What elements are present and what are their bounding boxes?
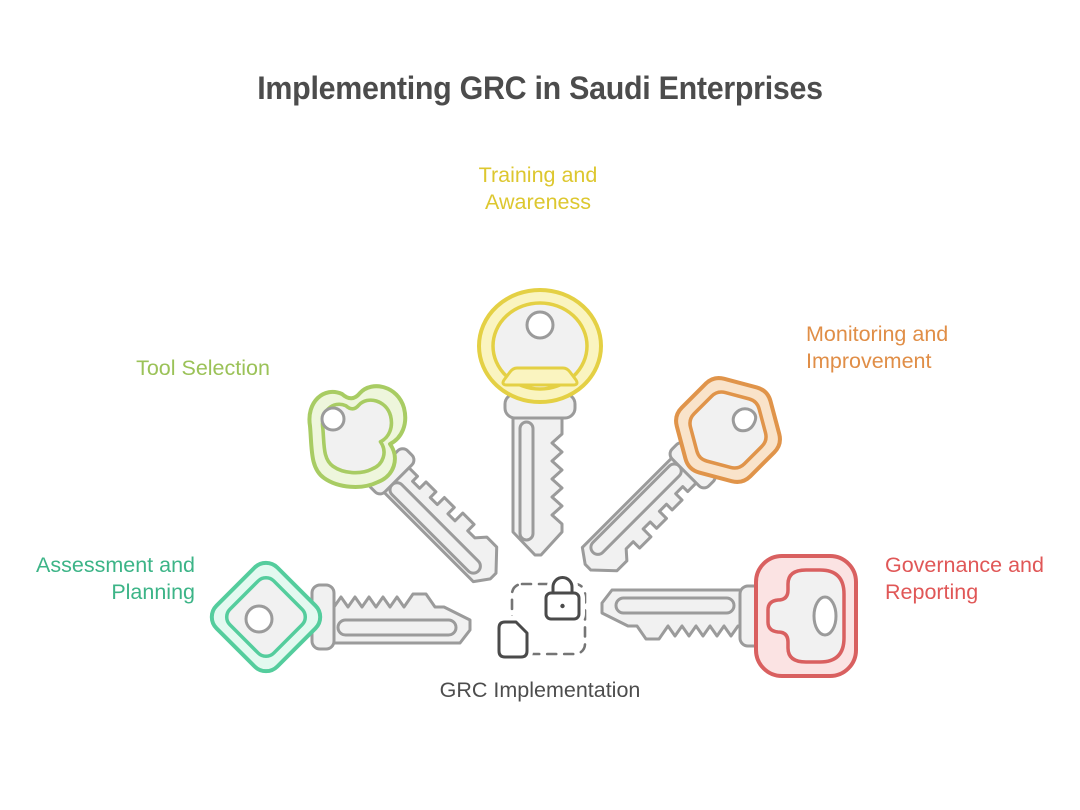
key-head-bar bbox=[501, 366, 579, 387]
key-hole bbox=[525, 310, 555, 340]
key-shaft bbox=[580, 446, 703, 573]
key-hole bbox=[812, 595, 838, 637]
label-monitoring-and-improvement: Monitoring and Improvement bbox=[806, 322, 949, 373]
key-groove bbox=[518, 420, 535, 542]
key-groove bbox=[336, 618, 458, 637]
key-hole bbox=[320, 406, 346, 432]
label-training-and-awareness: Training and Awareness bbox=[478, 163, 598, 214]
label-governance-and-reporting: Governance and Reporting bbox=[885, 553, 1044, 604]
key-head-inner bbox=[766, 568, 846, 664]
grc-center-icon bbox=[493, 571, 587, 663]
key-governance-and-reporting bbox=[600, 554, 858, 678]
lock-keyhole-dot bbox=[560, 603, 565, 609]
key-hole bbox=[244, 604, 274, 634]
label-tool-selection: Tool Selection bbox=[136, 356, 270, 380]
lock-shackle-icon bbox=[551, 576, 574, 595]
key-tool-selection bbox=[307, 384, 499, 584]
key-training-and-awareness bbox=[477, 288, 603, 557]
key-groove bbox=[614, 596, 736, 615]
key-monitoring-and-improvement bbox=[580, 376, 782, 573]
document-icon bbox=[497, 620, 529, 659]
label-grc-implementation: GRC Implementation bbox=[439, 678, 641, 702]
key-assessment-and-planning bbox=[209, 560, 472, 674]
label-assessment-and-planning: Assessment and Planning bbox=[36, 553, 195, 604]
key-hole bbox=[731, 407, 758, 433]
key-shaft bbox=[372, 461, 499, 584]
key-shaft bbox=[511, 402, 564, 557]
page-title: Implementing GRC in Saudi Enterprises bbox=[257, 70, 823, 106]
